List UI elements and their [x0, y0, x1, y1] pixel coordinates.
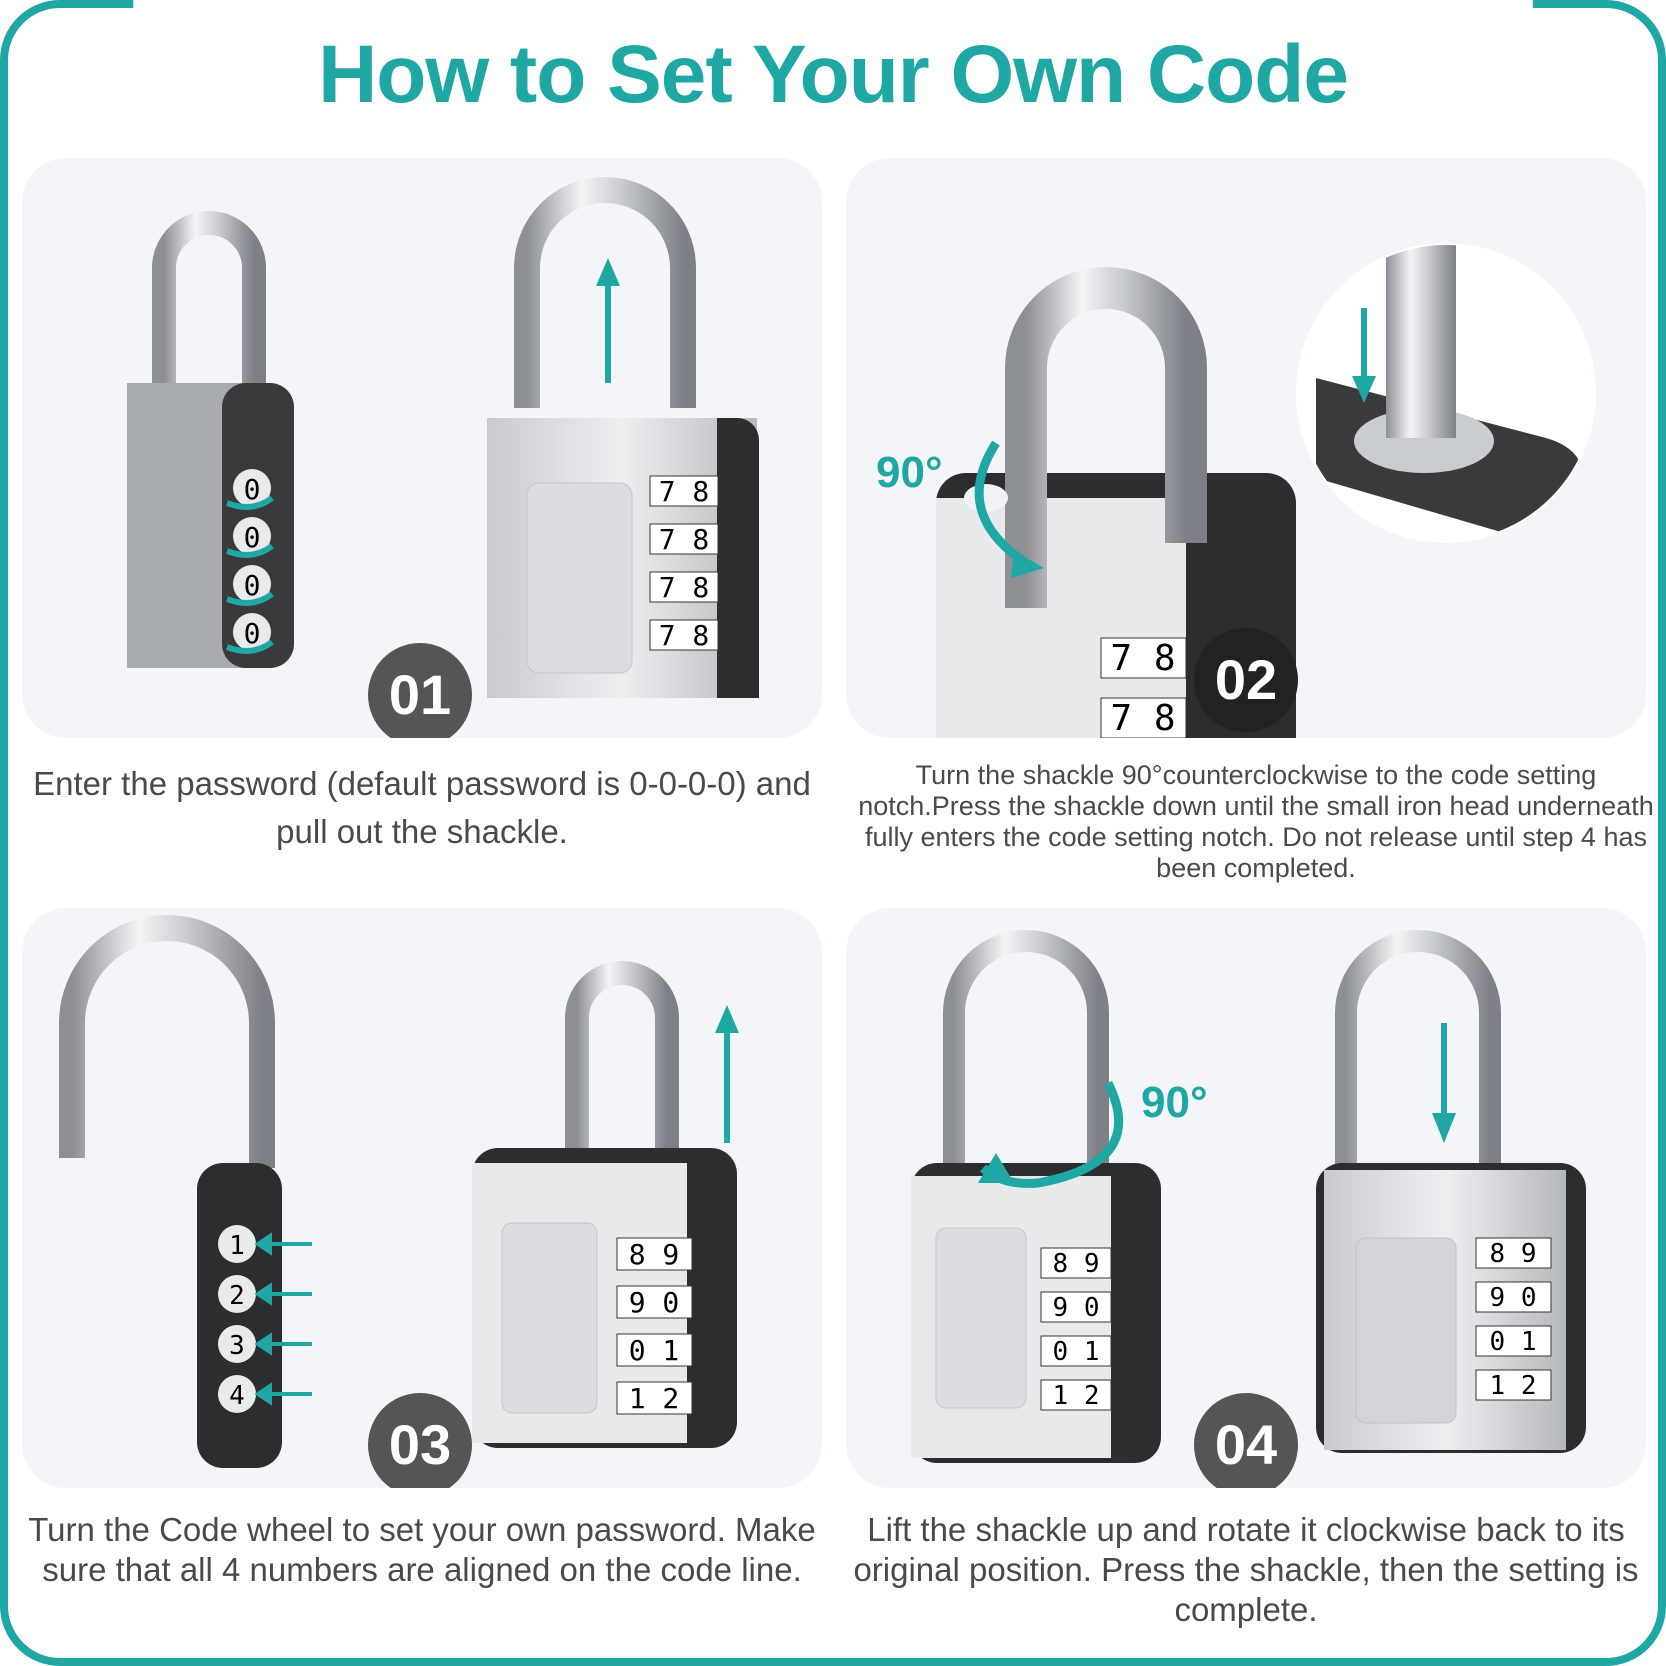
step-3-illustration: 1 2 3 4 8 9 9 0 0 1 1 2	[59, 915, 739, 1468]
step-4-panel: 8 9 9 0 0 1 1 2 8 9 9 0 0 1 1 2 90° 04	[846, 908, 1646, 1488]
step-3-caption: Turn the Code wheel to set your own pass…	[28, 1511, 816, 1588]
step-2-panel: 7 8 7 8 90° 02	[846, 158, 1646, 738]
step-number-badge: 03	[368, 1393, 472, 1488]
wheel-digits: 1 2	[1053, 1381, 1100, 1411]
step-1-illustration: 0 0 0 0 7 8 7 8 7 8 7 8	[127, 177, 759, 698]
step-1-caption: Enter the password (default password is …	[33, 765, 811, 850]
wheel-digits: 9 0	[1490, 1283, 1537, 1313]
left-wheels: 0 0 0 0	[233, 469, 271, 651]
page-title: How to Set Your Own Code	[318, 29, 1349, 120]
rotate-arrow-icon	[225, 495, 274, 654]
wheel-digit: 3	[229, 1331, 245, 1361]
wheel-digits: 0 1	[629, 1334, 680, 1367]
shackle	[1335, 930, 1501, 1168]
shackle-raised	[565, 961, 679, 1178]
wheel-digits: 7 8	[1110, 698, 1175, 738]
wheel-digits: 7 8	[1110, 638, 1175, 679]
shackle	[1005, 267, 1207, 608]
lock-body	[197, 1163, 282, 1468]
shackle-raised	[514, 177, 696, 408]
wheel-digit: 4	[229, 1381, 245, 1411]
shackle-raised	[59, 915, 275, 1168]
left-arrow-icon	[254, 1232, 312, 1406]
step-3-panel: 1 2 3 4 8 9 9 0 0 1 1 2	[22, 908, 822, 1488]
wheel-digits: 8 9	[1053, 1249, 1100, 1279]
wheel-digits: 1 2	[629, 1382, 680, 1415]
step-number-badge: 01	[368, 643, 472, 738]
step-2-illustration: 7 8 7 8	[936, 243, 1596, 738]
wheel-digit: 0	[244, 521, 261, 554]
right-wheels: 7 8 7 8 7 8 7 8	[649, 475, 719, 652]
wheel-digits: 7 8	[659, 571, 710, 604]
step-1-panel: 0 0 0 0 7 8 7 8 7 8 7 8 01	[22, 158, 822, 738]
step-number-badge: 04	[1194, 1393, 1298, 1488]
wheel-digits: 7 8	[659, 475, 710, 508]
wheel-digit: 0	[244, 473, 261, 506]
wheel-digits: 7 8	[659, 619, 710, 652]
wheel-digits: 7 8	[659, 523, 710, 556]
step-2-caption: Turn the shackle 90°counterclockwise to …	[858, 760, 1654, 883]
wheel-digits: 9 0	[629, 1286, 680, 1319]
shackle	[943, 930, 1109, 1168]
wheel-digit: 1	[229, 1231, 245, 1261]
wheel-digits: 0 1	[1490, 1327, 1537, 1357]
step-4-caption: Lift the shackle up and rotate it clockw…	[853, 1511, 1639, 1628]
angle-label: 90°	[1141, 1078, 1208, 1127]
wheel-digits: 0 1	[1053, 1337, 1100, 1367]
wheel-digit: 0	[244, 617, 261, 650]
step-number-badge: 02	[1194, 628, 1298, 732]
angle-label: 90°	[876, 448, 943, 497]
counterclockwise-arrow-icon	[974, 440, 1029, 567]
wheel-digits: 9 0	[1053, 1293, 1100, 1323]
wheel-digits: 1 2	[1490, 1371, 1537, 1401]
wheel-digit: 0	[244, 569, 261, 602]
wheel-digits: 8 9	[1490, 1239, 1537, 1269]
step-4-illustration: 8 9 9 0 0 1 1 2 8 9 9 0 0 1 1 2	[911, 930, 1586, 1463]
wheel-digits: 8 9	[629, 1238, 680, 1271]
wheel-digit: 2	[229, 1281, 245, 1311]
shackle	[152, 211, 266, 388]
